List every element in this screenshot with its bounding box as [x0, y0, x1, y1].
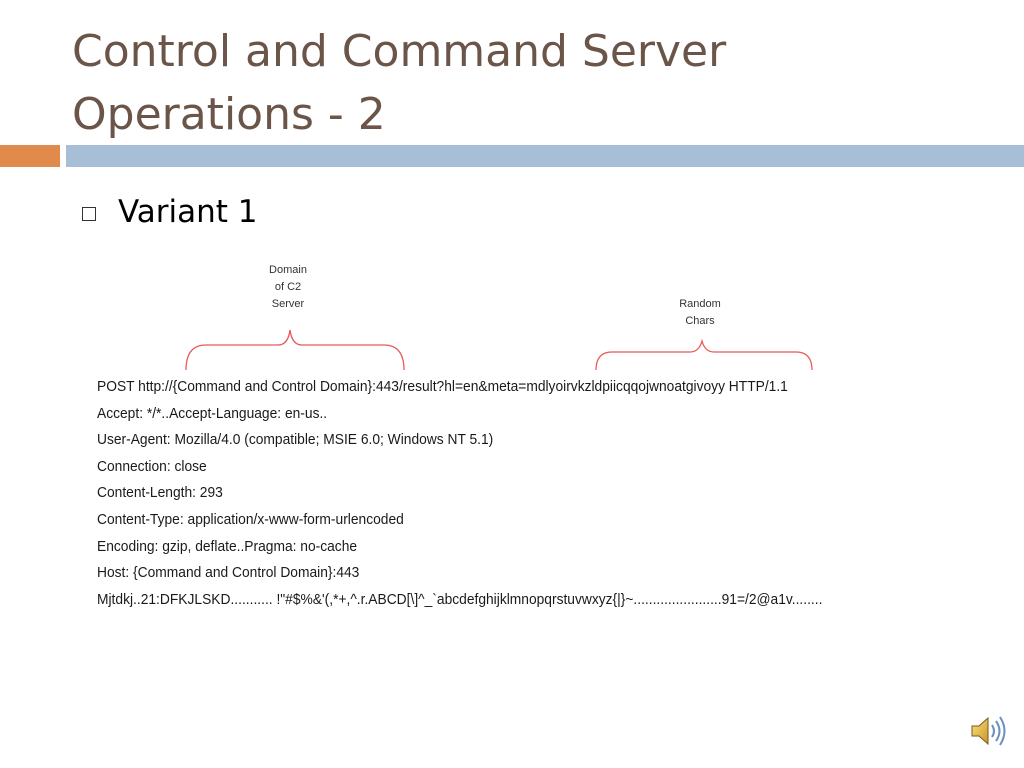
- slide-title: Control and Command Server Operations - …: [72, 20, 972, 146]
- accept-header: Accept: */*..Accept-Language: en-us..: [97, 404, 328, 422]
- random-chars-label: Random Chars: [670, 296, 730, 330]
- domain-label: Domain of C2 Server: [258, 262, 318, 313]
- content-length-header: Content-Length: 293: [97, 484, 223, 502]
- connection-header: Connection: close: [97, 457, 207, 475]
- content-type-header: Content-Type: application/x-www-form-url…: [97, 510, 404, 528]
- random-chars-label-line-1: Random: [679, 298, 721, 310]
- bullet-item: Variant 1: [82, 190, 258, 234]
- request-line: POST http://{Command and Control Domain}…: [97, 378, 788, 395]
- request-body: Mjtdkj..21:DFKJLSKD........... !"#$%&'(,…: [97, 590, 823, 608]
- speaker-icon[interactable]: [968, 713, 1008, 749]
- host-header: Host: {Command and Control Domain}:443: [97, 564, 360, 582]
- bullet-text: Variant 1: [118, 194, 258, 230]
- http-request-block: POST http://{Command and Control Domain}…: [97, 374, 907, 613]
- slide-title-line-2: Operations - 2: [72, 89, 386, 140]
- random-chars-label-line-2: Chars: [685, 315, 715, 327]
- slide-title-line-1: Control and Command Server: [72, 26, 727, 77]
- domain-label-line-1: Domain: [269, 264, 307, 276]
- user-agent-header: User-Agent: Mozilla/4.0 (compatible; MSI…: [97, 431, 494, 449]
- domain-brace: [185, 329, 405, 371]
- domain-label-line-3: Server: [271, 298, 305, 310]
- accent-bar-orange: [0, 145, 60, 167]
- hollow-square-bullet-icon: [82, 207, 96, 221]
- encoding-header: Encoding: gzip, deflate..Pragma: no-cach…: [97, 537, 358, 555]
- accent-bar-blue: [66, 145, 1024, 167]
- domain-label-line-2: of C2: [274, 281, 302, 293]
- random-chars-brace: [595, 338, 813, 371]
